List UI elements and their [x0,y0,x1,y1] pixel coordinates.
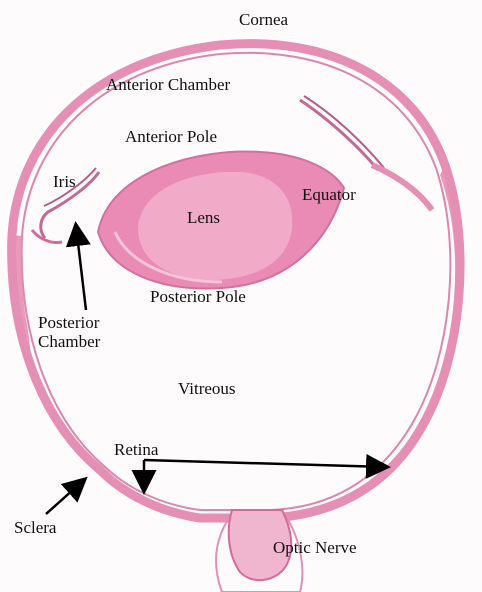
sclera-arrow [45,476,88,515]
label-retina: Retina [114,440,159,459]
annotation-arrows [45,221,391,515]
label-sclera: Sclera [14,518,57,537]
label-iris: Iris [53,172,76,191]
label-posterior-chamber-line2: Chamber [38,332,101,351]
iris-tissue [30,95,435,244]
label-cornea: Cornea [239,10,289,29]
retina-arrow-right [143,453,391,479]
posterior-chamber-arrow [65,221,91,311]
lens-shape [96,150,346,290]
label-posterior-chamber-line1: Posterior [38,313,100,332]
label-anterior-pole: Anterior Pole [125,127,218,146]
label-posterior-chamber: Posterior Chamber [38,313,100,351]
optic-nerve-tissue [215,509,304,592]
label-lens: Lens [187,208,221,227]
label-equator: Equator [302,185,356,204]
label-vitreous: Vitreous [178,379,236,398]
label-anterior-chamber: Anterior Chamber [106,75,231,94]
label-optic-nerve: Optic Nerve [273,538,357,557]
label-posterior-pole: Posterior Pole [150,287,246,306]
eye-wall [7,39,465,523]
